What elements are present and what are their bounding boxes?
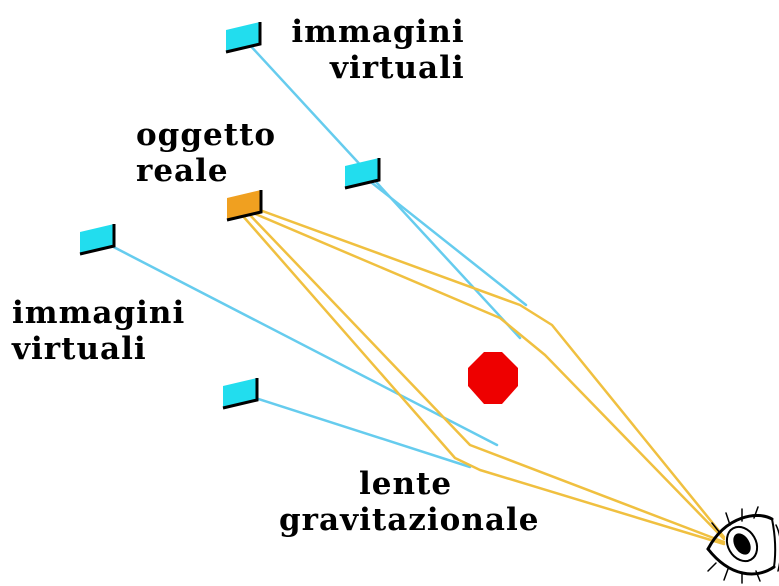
light-ray-3	[245, 210, 726, 544]
sight-line-mid	[360, 173, 528, 307]
label-virtual-images-left: immagini virtuali	[12, 295, 185, 367]
virtual-image-middle	[344, 158, 381, 190]
label-real-object-line2: reale	[136, 153, 229, 189]
label-virtual-images-left-line2: virtuali	[12, 331, 147, 367]
virtual-image-left	[79, 224, 116, 256]
label-virtual-images-top: immagini virtuali	[288, 14, 465, 86]
label-lens-line2: gravitazionale	[279, 502, 540, 538]
real-object	[226, 190, 263, 222]
label-real-object-line1: oggetto	[136, 117, 277, 153]
real-light-rays	[240, 203, 726, 546]
label-virtual-images-left-line1: immagini	[12, 295, 186, 331]
virtual-image-top	[225, 22, 262, 54]
virtual-sight-lines	[98, 40, 528, 469]
eye-icon	[706, 506, 779, 584]
label-virtual-images-top-line1: immagini	[291, 14, 465, 50]
sight-line-left	[98, 238, 499, 447]
sight-line-bottom	[238, 391, 472, 469]
label-real-object: oggetto reale	[136, 117, 276, 189]
label-lens-line1: lente	[359, 466, 453, 502]
virtual-image-bottom	[222, 378, 259, 410]
light-ray-4	[240, 213, 726, 546]
label-gravitational-lens: lente gravitazionale	[279, 466, 539, 538]
label-virtual-images-top-line2: virtuali	[330, 50, 465, 86]
sight-line-top	[245, 40, 522, 340]
gravitational-lens	[468, 352, 518, 404]
light-ray-1	[244, 203, 726, 539]
light-ray-2	[244, 208, 726, 541]
